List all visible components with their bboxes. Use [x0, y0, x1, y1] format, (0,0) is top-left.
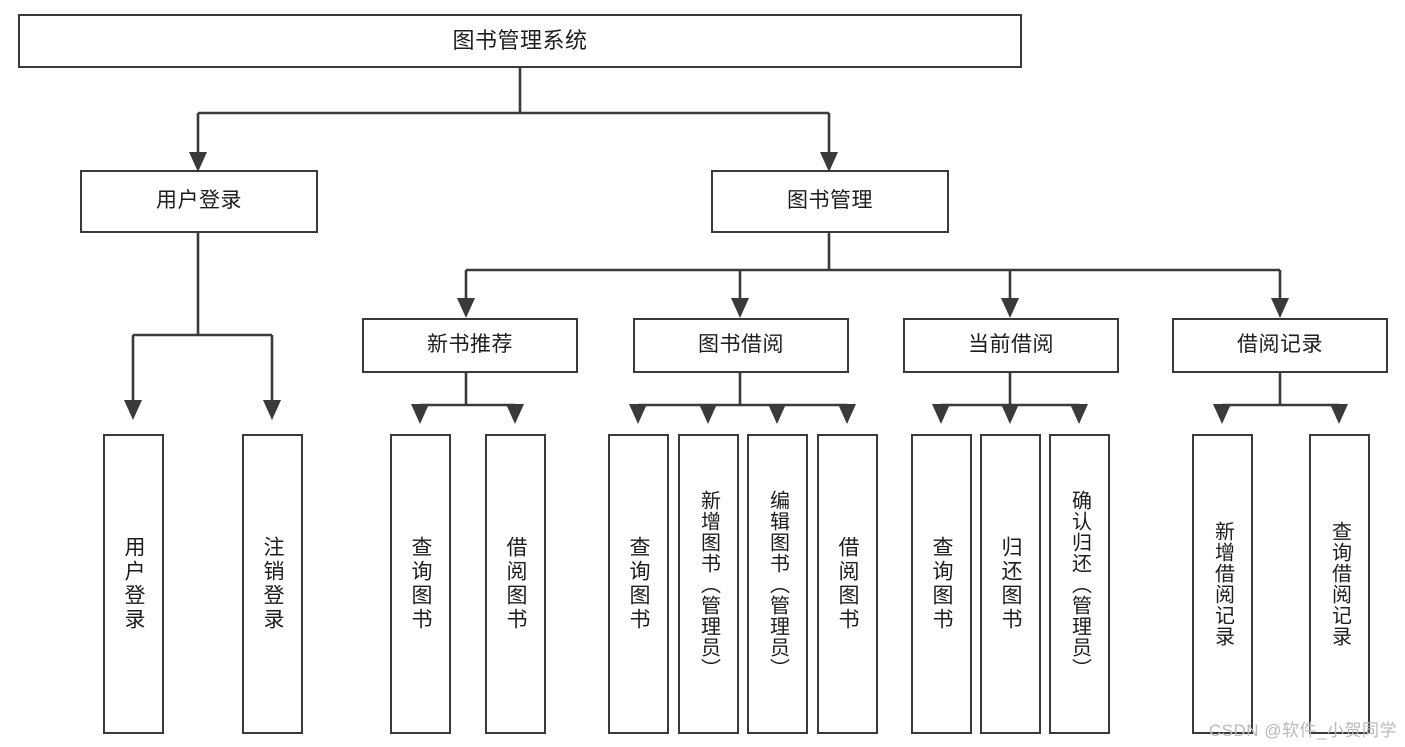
node-label: 新书推荐	[427, 333, 513, 357]
node-label: 借阅记录	[1237, 333, 1323, 357]
node-label: 查询图书	[930, 536, 953, 632]
node-current-borrow[interactable]: 当前借阅	[903, 318, 1119, 373]
node-label: 借阅图书	[504, 536, 527, 632]
arrowheads-level2	[189, 152, 838, 172]
node-label: 新增借阅记录	[1211, 521, 1234, 647]
node-label: 图书管理系统	[452, 28, 588, 54]
leaf-recommend-borrow-book[interactable]: 借阅图书	[485, 434, 546, 734]
connector-book-manage-to-level3	[464, 233, 1282, 303]
watermark-text: CSDN @软件_小贺同学	[1208, 721, 1397, 740]
leaf-current-confirm-return-admin[interactable]: 确认归还（管理员）	[1049, 434, 1110, 734]
node-new-book-recommend[interactable]: 新书推荐	[362, 318, 578, 373]
leaf-recommend-query-book[interactable]: 查询图书	[390, 434, 451, 734]
leaf-borrow-edit-book-admin[interactable]: 编辑图书（管理员）	[747, 434, 808, 734]
connector-borrow-to-leaves	[636, 373, 849, 410]
arrowheads-current-leaves	[932, 404, 1088, 424]
leaf-borrow-query-book[interactable]: 查询图书	[608, 434, 669, 734]
leaf-borrow-borrow-book[interactable]: 借阅图书	[817, 434, 878, 734]
leaf-borrow-add-book-admin[interactable]: 新增图书（管理员）	[678, 434, 739, 734]
node-book-borrow[interactable]: 图书借阅	[633, 318, 849, 373]
arrowheads-level3	[457, 298, 1289, 318]
leaf-current-return-book[interactable]: 归还图书	[980, 434, 1041, 734]
leaf-record-add-record[interactable]: 新增借阅记录	[1192, 434, 1253, 734]
arrowheads-borrow-leaves	[629, 404, 856, 424]
arrowheads-recommend-leaves	[411, 404, 524, 424]
node-label: 图书管理	[787, 189, 873, 213]
node-label: 查询借阅记录	[1328, 521, 1351, 647]
connector-root-to-level2	[196, 67, 831, 158]
leaf-user-login-logout[interactable]: 注销登录	[242, 434, 303, 734]
arrowheads-record-leaves	[1213, 404, 1348, 424]
node-user-login[interactable]: 用户登录	[80, 170, 318, 233]
node-label: 用户登录	[122, 536, 145, 632]
connector-user-login-to-leaves	[131, 233, 274, 404]
node-label: 借阅图书	[836, 536, 859, 632]
arrowheads-user-login-leaves	[124, 400, 281, 420]
node-label: 查询图书	[627, 536, 650, 632]
node-root-book-management-system[interactable]: 图书管理系统	[18, 14, 1022, 68]
node-label: 归还图书	[999, 536, 1022, 632]
node-book-management[interactable]: 图书管理	[711, 170, 949, 233]
node-label: 编辑图书（管理员）	[766, 489, 789, 679]
connector-record-to-leaves	[1220, 373, 1341, 410]
leaf-current-query-book[interactable]: 查询图书	[911, 434, 972, 734]
connector-recommend-to-leaves	[418, 373, 517, 410]
node-label: 用户登录	[156, 189, 242, 213]
node-label: 图书借阅	[698, 333, 784, 357]
node-label: 当前借阅	[968, 333, 1054, 357]
leaf-record-query-record[interactable]: 查询借阅记录	[1309, 434, 1370, 734]
node-label: 查询图书	[409, 536, 432, 632]
node-label: 注销登录	[261, 536, 284, 632]
node-label: 确认归还（管理员）	[1068, 489, 1091, 679]
leaf-user-login-login[interactable]: 用户登录	[103, 434, 164, 734]
node-label: 新增图书（管理员）	[697, 489, 720, 679]
node-borrow-record[interactable]: 借阅记录	[1172, 318, 1388, 373]
